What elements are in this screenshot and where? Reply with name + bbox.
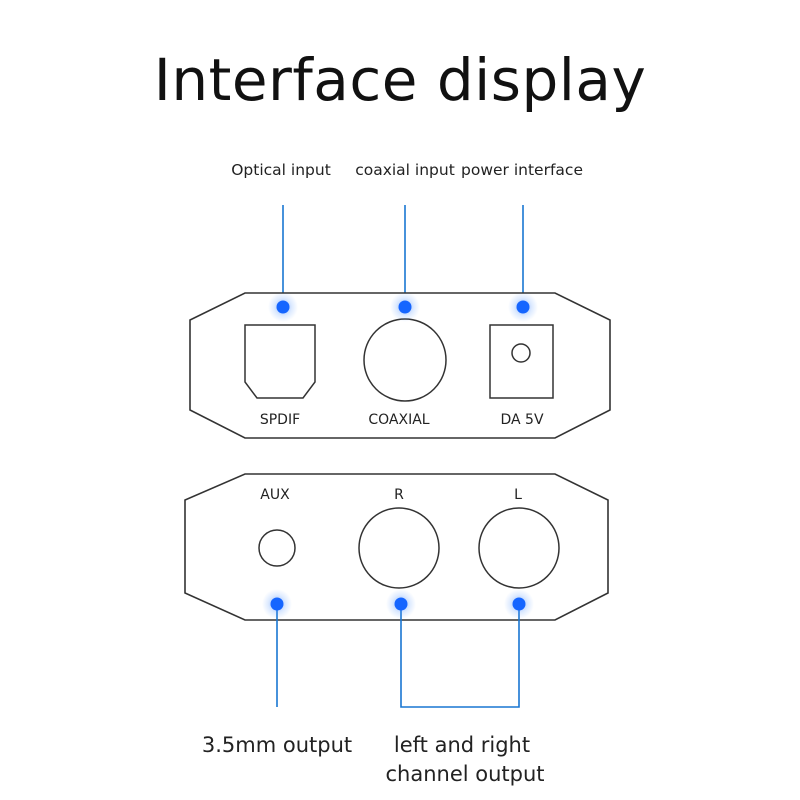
spdif-label: SPDIF	[260, 412, 300, 428]
r-indicator-dot	[386, 589, 416, 619]
channel-bracket-line	[400, 604, 520, 708]
l-channel-port	[478, 507, 560, 589]
l-label: L	[514, 487, 522, 503]
aux-port	[258, 529, 296, 567]
channel-output-label-line2: channel output	[385, 762, 545, 786]
coaxial-port	[363, 318, 447, 402]
r-channel-port	[358, 507, 440, 589]
power-interface-label: power interface	[461, 161, 583, 179]
coaxial-indicator-dot	[390, 292, 420, 322]
aux-label: AUX	[260, 487, 290, 503]
channel-output-label-line1: left and right	[393, 733, 531, 757]
power-indicator-dot	[508, 292, 538, 322]
optical-indicator-dot	[268, 292, 298, 322]
l-indicator-dot	[504, 589, 534, 619]
r-label: R	[394, 487, 404, 503]
spdif-port	[244, 324, 316, 399]
da5v-label: DA 5V	[500, 412, 543, 428]
optical-input-label: Optical input	[231, 161, 331, 179]
power-port-pin	[511, 343, 531, 363]
aux-output-label: 3.5mm output	[201, 733, 353, 757]
coaxial-input-label: coaxial input	[355, 161, 455, 179]
page-title: Interface display	[153, 46, 647, 114]
aux-indicator-dot	[262, 589, 292, 619]
coaxial-port-label: COAXIAL	[368, 412, 429, 428]
